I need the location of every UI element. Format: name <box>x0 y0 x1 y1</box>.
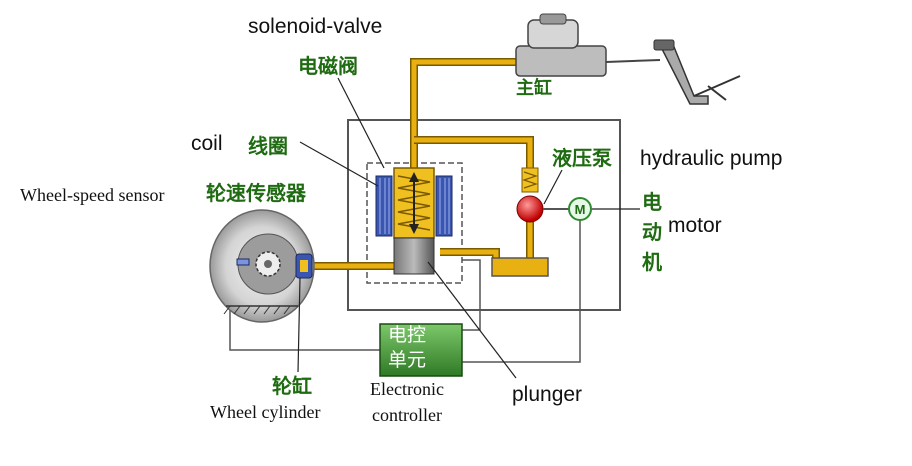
coil-label-cn: 线圈 <box>248 134 288 158</box>
motor-label-en: motor <box>668 214 722 237</box>
leader-plunger <box>427 261 517 379</box>
solenoid-arrow-up <box>409 172 419 182</box>
motor-label-cn-1: 电 <box>642 190 662 214</box>
master-cylinder-cap <box>539 13 567 25</box>
hydraulic-line-main <box>410 58 520 175</box>
wheel-speed-sensor-label-en: Wheel-speed sensor <box>20 185 165 205</box>
hydraulic-module-frame <box>347 119 621 311</box>
ground-hatch <box>223 305 291 315</box>
wheel-cylinder-label-cn: 轮缸 <box>272 374 312 398</box>
motor-circle <box>568 197 592 221</box>
brake-pedal-icon <box>653 39 741 105</box>
plunger-label-en: plunger <box>512 383 583 406</box>
wheel-speed-sensor-label-cn: 轮速传感器 <box>206 181 306 205</box>
wheel-cylinder-piston <box>300 260 308 272</box>
solenoid-coil-right <box>435 175 453 237</box>
ecu-wire-bottom <box>229 300 380 351</box>
hydraulic-line-pump-fill <box>414 137 533 168</box>
pump-check-valve-spring <box>522 171 538 189</box>
wheel-speed-sensor-probe <box>236 258 250 266</box>
hydraulic-line-pump <box>414 136 534 168</box>
hydraulic-line-wheel-fill <box>310 252 403 269</box>
leader-wheel-cylinder <box>297 277 301 373</box>
ecu-wire-valve <box>462 259 481 331</box>
solenoid-winding-lines <box>379 178 450 234</box>
tone-ring-center <box>264 260 272 268</box>
ecu-label-cn-1: 电控 <box>388 324 427 346</box>
ecu-label-en-1: Electronic <box>370 379 444 399</box>
solenoid-arrow-down <box>409 224 419 234</box>
ecu-label-cn-2: 单元 <box>388 349 427 371</box>
ecu-label-en-2: controller <box>372 405 442 425</box>
motor-label-cn-2: 动 <box>642 220 662 244</box>
hydraulic-pump-label-cn: 液压泵 <box>552 146 612 170</box>
leader-coil <box>299 141 379 187</box>
motor-symbol: M <box>575 202 586 217</box>
solenoid-coil-left <box>375 175 393 237</box>
leader-pump <box>543 169 563 205</box>
solenoid-valve-label-en: solenoid-valve <box>248 15 383 38</box>
hydraulic-pump <box>516 195 544 223</box>
wheel-cylinder-label-en: Wheel cylinder <box>210 402 321 422</box>
ecu-box <box>379 323 463 377</box>
master-cylinder-body <box>515 45 607 77</box>
reservoir <box>491 257 549 277</box>
hydraulic-pump-label-en: hydraulic pump <box>640 147 783 170</box>
master-cylinder-label-cn: 主缸 <box>516 78 552 99</box>
hydraulic-line-main-fill <box>411 59 520 175</box>
brake-pushrod <box>605 59 661 63</box>
solenoid-valve-label-cn: 电磁阀 <box>298 54 358 78</box>
plunger <box>393 237 435 275</box>
leader-solenoid <box>337 77 385 169</box>
motor-label-cn-3: 机 <box>642 250 662 274</box>
ecu-wire-motor <box>462 218 581 363</box>
coil-label-en: coil <box>191 132 223 155</box>
pump-check-valve <box>521 167 539 193</box>
